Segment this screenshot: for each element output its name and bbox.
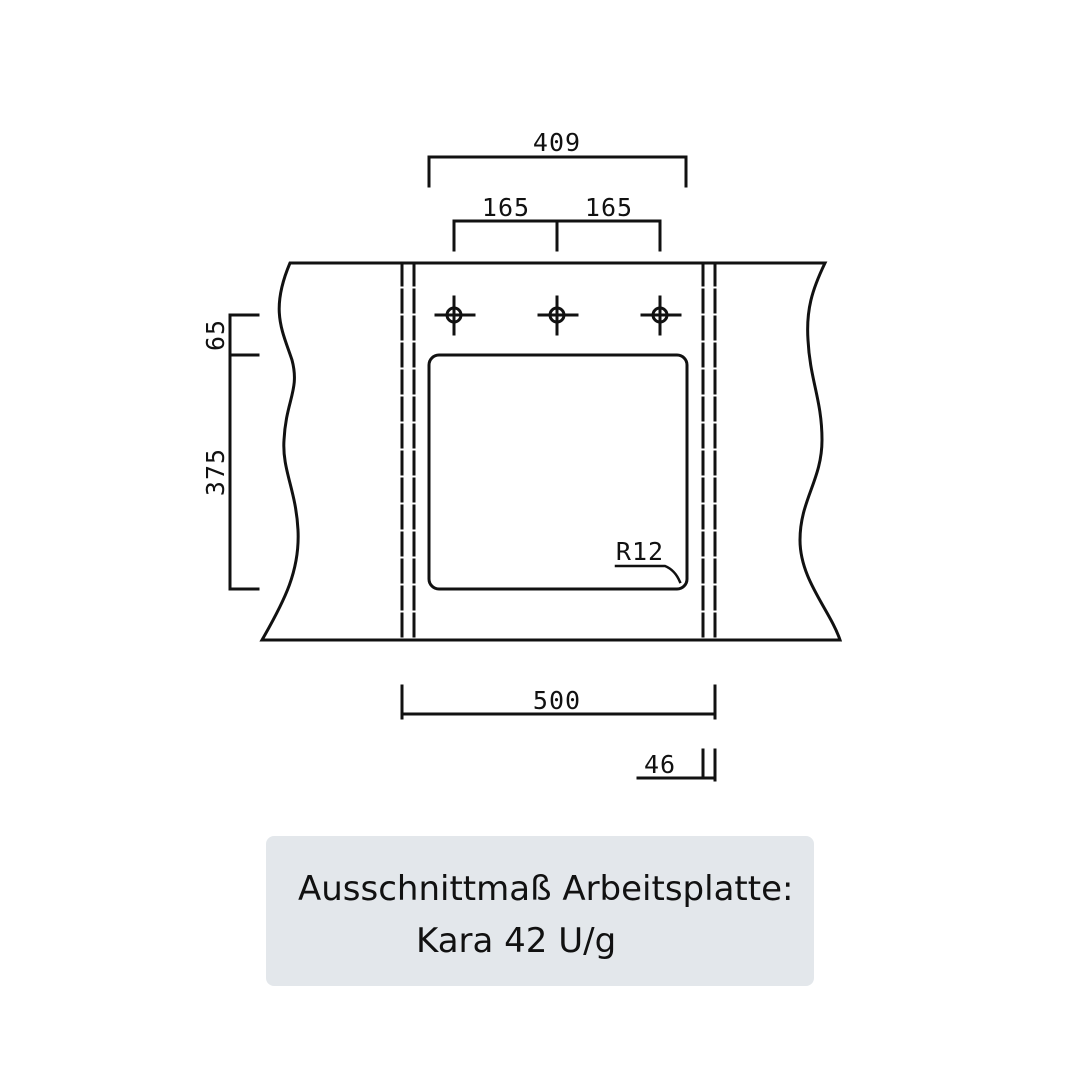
- dimension-500: [400, 684, 717, 720]
- dimension-165-165: [452, 219, 662, 252]
- radius-leader: [614, 564, 682, 584]
- caption-title: Ausschnittmaß Arbeitsplatte:: [298, 869, 794, 909]
- label-375: 375: [201, 448, 230, 496]
- left-cabinet-wall: [400, 261, 416, 642]
- right-cabinet-wall: [701, 261, 717, 642]
- label-500: 500: [533, 686, 581, 715]
- dimension-65-375: [228, 313, 260, 591]
- dimension-409: [427, 155, 688, 188]
- dimension-46: [636, 748, 717, 782]
- tap-hole-left: [434, 295, 476, 336]
- label-r12: R12: [616, 537, 664, 566]
- label-165-left: 165: [482, 193, 530, 222]
- caption-box: Ausschnittmaß Arbeitsplatte: Kara 42 U/g: [266, 836, 814, 986]
- tap-hole-center: [537, 295, 579, 336]
- label-165-right: 165: [585, 193, 633, 222]
- countertop-outline: [259, 261, 843, 642]
- sink-cutout: [427, 353, 689, 591]
- label-409: 409: [533, 128, 581, 157]
- label-65: 65: [201, 319, 230, 351]
- label-46: 46: [644, 750, 676, 779]
- caption-model: Kara 42 U/g: [416, 921, 617, 961]
- tap-hole-right: [640, 295, 682, 336]
